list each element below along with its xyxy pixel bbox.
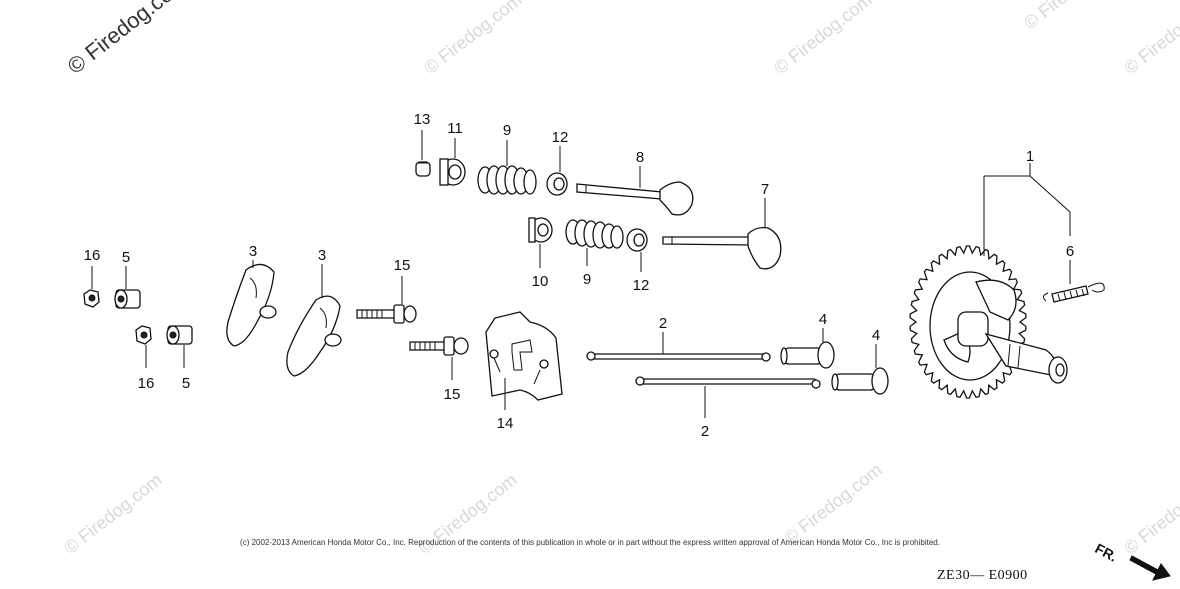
callout-6: 6 [1066, 243, 1074, 260]
watermark: © Firedog.com [780, 460, 886, 549]
callout-8: 8 [636, 149, 644, 166]
callout-11: 11 [447, 120, 463, 137]
part-5-adjuster-upper [114, 289, 141, 309]
watermark-main: © Firedog.com [63, 0, 192, 79]
callout-15: 15 [444, 386, 461, 403]
part-8-valve [576, 181, 694, 216]
part-2-push-rod-lower [635, 376, 821, 389]
callout-16: 16 [84, 247, 101, 264]
callout-9: 9 [503, 122, 511, 139]
callout-12: 12 [633, 277, 650, 294]
part-10-spring-retainer [528, 217, 553, 243]
callout-2: 2 [701, 423, 709, 440]
callout-1: 1 [1026, 148, 1034, 165]
part-7-valve [662, 226, 782, 270]
part-12-valve-seal-lower [626, 228, 648, 252]
callout-2: 2 [659, 315, 667, 332]
part-4-valve-lifter-upper [780, 341, 835, 369]
callout-7: 7 [761, 181, 769, 198]
watermark: © Firedog.com [420, 0, 526, 78]
part-16-nut-upper [83, 289, 100, 308]
part-1-camshaft [909, 245, 1068, 399]
part-6-decompressor-spring [1042, 282, 1105, 303]
callout-labels: 1 2 2 3 3 4 4 5 5 6 7 8 9 9 10 11 12 12 … [84, 111, 1075, 440]
callout-4: 4 [819, 311, 827, 328]
leader-lines [91, 130, 1071, 418]
part-14-push-rod-guide-plate [485, 311, 563, 401]
callout-16: 16 [138, 375, 155, 392]
callout-12: 12 [552, 129, 569, 146]
copyright-notice: (c) 2002-2013 American Honda Motor Co., … [240, 538, 940, 547]
front-direction-arrow [1129, 555, 1171, 581]
part-15-rocker-stud-upper [356, 304, 417, 324]
callout-13: 13 [414, 111, 431, 128]
callout-3: 3 [318, 247, 326, 264]
part-16-nut-lower [135, 325, 152, 345]
callout-3: 3 [249, 243, 257, 260]
part-9-valve-spring-upper [477, 165, 537, 195]
part-13-valve-cotter [415, 161, 431, 177]
watermark: © Firedog.com [1020, 0, 1126, 33]
callout-14: 14 [497, 415, 514, 432]
part-12-valve-seal-upper [546, 172, 568, 196]
callout-5: 5 [182, 375, 190, 392]
callout-5: 5 [122, 249, 130, 266]
part-11-spring-retainer [439, 158, 466, 186]
callout-9: 9 [583, 271, 591, 288]
part-3-rocker-arm-left [226, 263, 277, 347]
part-4-valve-lifter-lower [831, 367, 889, 395]
watermark: © Firedog.com [770, 0, 876, 78]
watermark: © Firedog.com [1120, 0, 1180, 78]
part-2-push-rod-upper [586, 351, 771, 362]
part-5-adjuster-lower [166, 325, 193, 345]
diagram-code: ZE30— E0900 [937, 568, 1028, 583]
callout-15: 15 [394, 257, 411, 274]
callout-10: 10 [532, 273, 549, 290]
part-9-valve-spring-lower [565, 219, 624, 249]
part-15-rocker-stud-lower [409, 336, 469, 356]
part-3-rocker-arm-right [286, 295, 342, 377]
callout-4: 4 [872, 327, 880, 344]
